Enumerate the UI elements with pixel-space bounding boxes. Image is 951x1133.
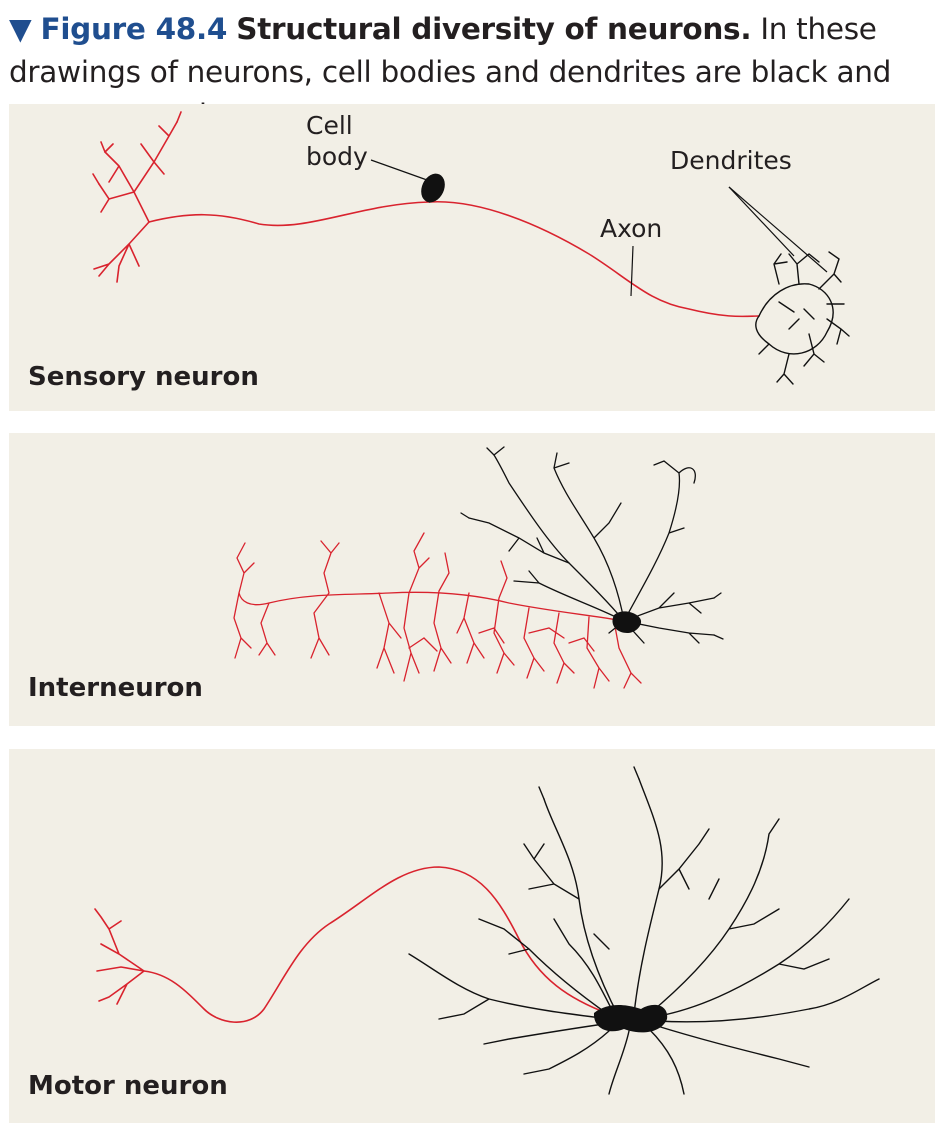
interneuron-dendrites — [460, 446, 724, 644]
interneuron-drawing — [233, 446, 724, 689]
sensory-neuron-label: Sensory neuron — [28, 362, 259, 392]
interneuron-label: Interneuron — [28, 673, 203, 703]
figure-title: Structural diversity of neurons. — [236, 12, 752, 46]
cell-body-callout-line1: Cell — [306, 111, 353, 140]
sensory-dendrites — [755, 251, 850, 385]
cell-body-callout-line2: body — [306, 142, 368, 171]
sensory-neuron-panel: Cell body Axon Dendrites Sensory neuron — [9, 104, 935, 411]
interneuron-axon-arbor — [233, 532, 642, 689]
sensory-neuron-axon — [92, 111, 760, 318]
sensory-cell-body — [421, 173, 445, 203]
figure-caption: ▼ Figure 48.4 Structural diversity of ne… — [9, 8, 944, 137]
motor-neuron-label: Motor neuron — [28, 1071, 228, 1101]
motor-cell-body — [593, 1004, 668, 1033]
dendrites-callout: Dendrites — [670, 146, 792, 175]
motor-neuron-axon — [94, 866, 610, 1023]
sensory-neuron-drawing — [92, 111, 850, 385]
interneuron-panel: Interneuron — [9, 433, 935, 726]
figure-marker: ▼ — [9, 12, 32, 46]
motor-neuron-panel: Motor neuron — [9, 749, 935, 1123]
callout-leader-lines — [370, 159, 828, 297]
figure-number: Figure 48.4 — [40, 12, 228, 46]
interneuron-cell-body — [612, 611, 642, 633]
motor-neuron-drawing — [94, 766, 880, 1095]
axon-callout: Axon — [600, 214, 663, 243]
motor-neuron-dendrites — [408, 766, 880, 1095]
